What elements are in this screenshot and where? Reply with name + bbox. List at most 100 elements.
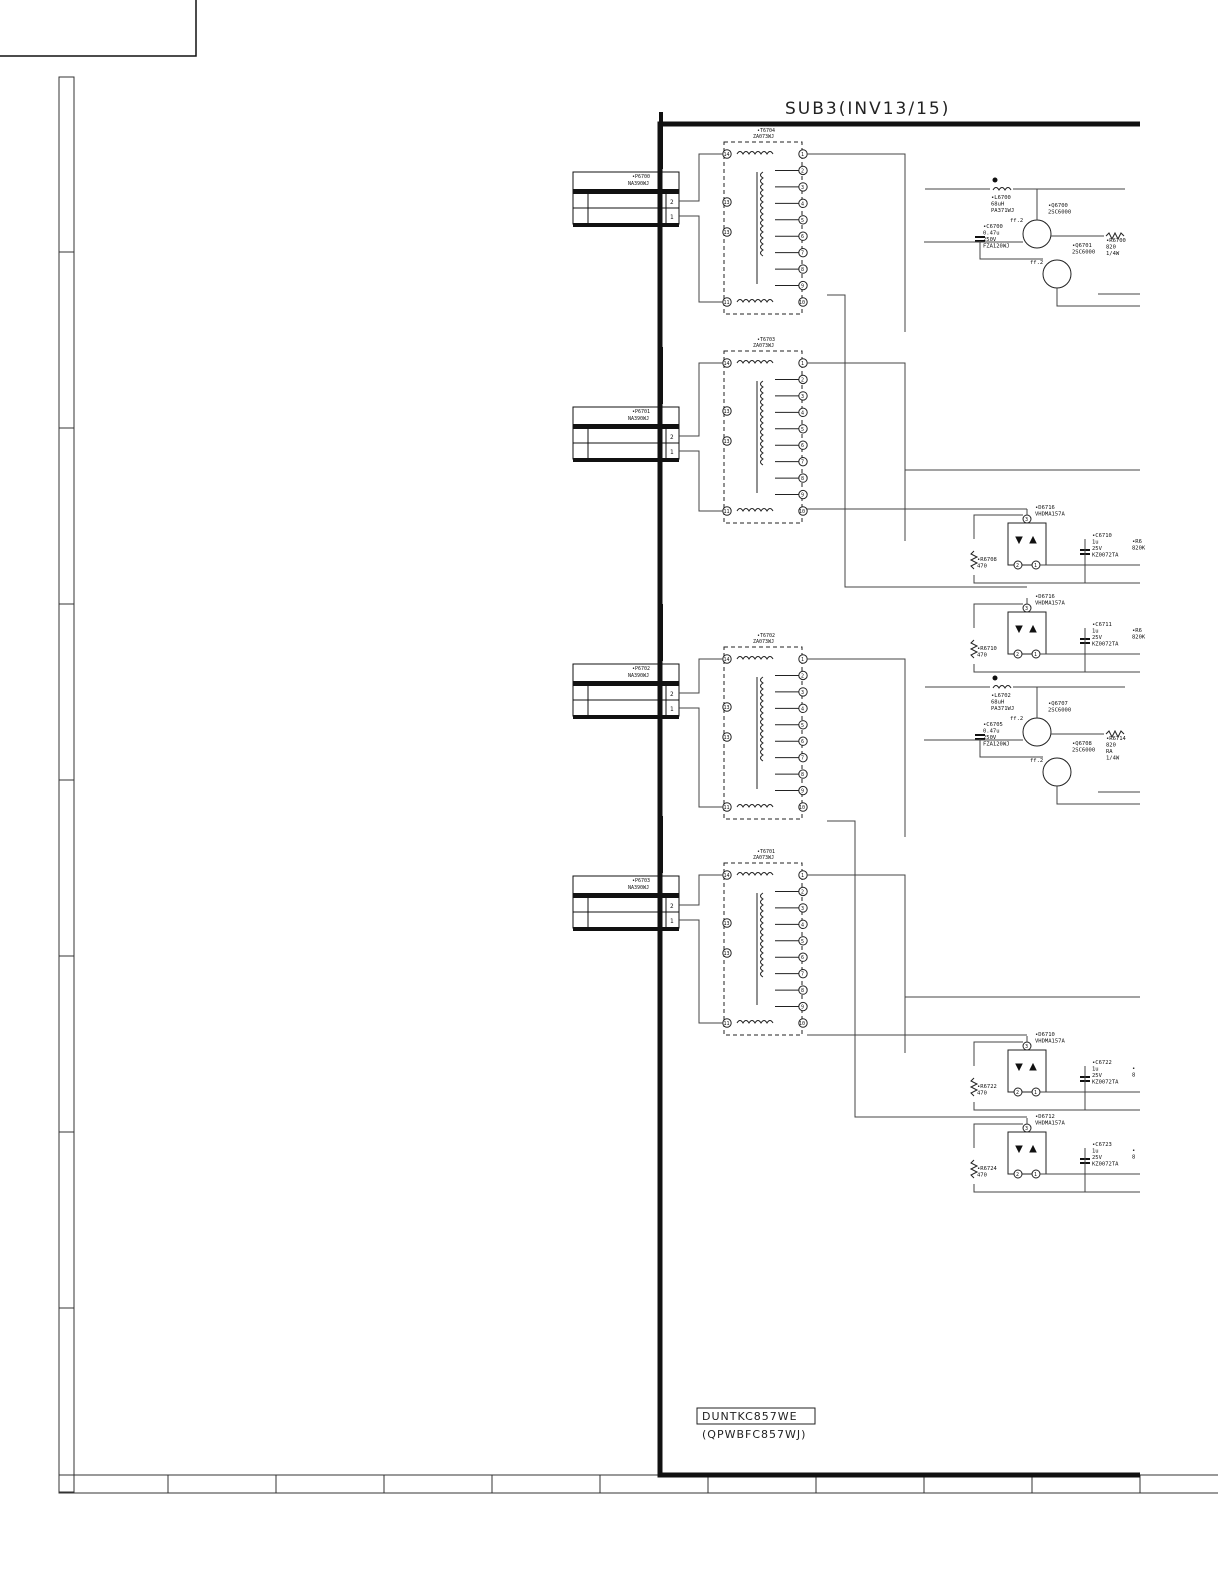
- pin-number: 13: [724, 705, 730, 711]
- resistor-label: •: [1132, 1148, 1135, 1154]
- pin-number: 4: [801, 410, 804, 416]
- wire: [973, 514, 1023, 539]
- coil-icon: [736, 872, 774, 876]
- coil-icon: [736, 656, 774, 660]
- resistor-icon: [969, 550, 979, 570]
- pin-number: 6: [801, 739, 804, 745]
- resistor-label: •R6: [1132, 539, 1142, 545]
- wire: [973, 1123, 1023, 1148]
- connector-bar: [573, 681, 679, 686]
- capacitor-label: 25V: [1092, 1155, 1103, 1161]
- pin-circle: [722, 918, 732, 928]
- connector-bar: [573, 189, 679, 194]
- transistor-icon: [1022, 717, 1052, 747]
- capacitor-label: 0.47u: [983, 729, 1000, 735]
- pin-number: 14: [724, 152, 730, 158]
- pin-number: 13: [724, 735, 730, 741]
- inductor-icon: [992, 187, 1012, 191]
- pin-number: 13: [724, 230, 730, 236]
- inductor-label: PA371WJ: [991, 706, 1014, 712]
- pin-number: 4: [801, 201, 804, 207]
- connector-pin: 1: [670, 449, 674, 456]
- coil-icon: [736, 1020, 774, 1024]
- transistor-stage-group: •L670068uHPA371WJ•Q67002SC6000ff.2•Q6701…: [975, 177, 1127, 787]
- pin-number: 8: [801, 772, 804, 778]
- coil-icon: [736, 360, 774, 364]
- pin-number: 1: [1034, 1172, 1037, 1178]
- capacitor-label: •C6710: [1092, 533, 1112, 539]
- resistor-label: 820K: [1132, 546, 1146, 552]
- pin-number: 10: [799, 509, 805, 515]
- resistor-icon: [1105, 729, 1125, 739]
- pin-number: 3: [801, 906, 804, 912]
- pin-number: 5: [801, 427, 804, 433]
- capacitor-label: KZ0072TA: [1092, 553, 1119, 559]
- pin-number: 7: [801, 972, 804, 978]
- bottom-ruler: [58, 1474, 1218, 1494]
- pin-number: 2: [1016, 652, 1019, 658]
- pin-circle: [1013, 560, 1023, 570]
- wire: [973, 1041, 1023, 1066]
- resistor-label: 470: [977, 1091, 987, 1097]
- coil-icon: [736, 151, 774, 155]
- pin-circle: [1013, 649, 1023, 659]
- wire: [679, 153, 723, 202]
- connector-ref: •P6701: [632, 409, 650, 415]
- winding-icon: [760, 892, 764, 978]
- pin-number: 10: [799, 805, 805, 811]
- capacitor-label: •C6723: [1092, 1142, 1112, 1148]
- connector-part: NA390WJ: [628, 673, 649, 679]
- connector-bar: [573, 927, 679, 931]
- resistor-label: •R6710: [977, 646, 997, 652]
- pin-number: 11: [724, 509, 730, 515]
- transistor-icon: [1022, 219, 1052, 249]
- wire: [807, 874, 906, 1053]
- pin-circle: [722, 436, 732, 446]
- wire: [979, 739, 1043, 758]
- wire: [973, 664, 1140, 673]
- diode-frame: [1007, 522, 1047, 566]
- pin-number: 11: [724, 1021, 730, 1027]
- wire: [679, 450, 723, 512]
- wire: [973, 575, 1140, 584]
- pin-circle: [722, 732, 732, 742]
- transistor-icon: [1042, 757, 1072, 787]
- board-outline: [657, 121, 1140, 1478]
- wire: [1056, 288, 1140, 307]
- diode-label: VHDMA157A: [1035, 601, 1065, 607]
- diode-label: VHDMA157A: [1035, 512, 1065, 518]
- diode-frame: [1007, 1049, 1047, 1093]
- transistor-label: 2SC6000: [1072, 748, 1095, 754]
- pin-circle: [1013, 1169, 1023, 1179]
- resistor-icon: [969, 1077, 979, 1097]
- pin-number: 7: [801, 251, 804, 257]
- diode-label: •D6712: [1035, 1114, 1055, 1120]
- transformer-ref: •T6704: [757, 128, 775, 134]
- pin-number: 3: [1025, 517, 1028, 523]
- wire: [827, 294, 1027, 588]
- wire: [679, 215, 723, 303]
- connector-bar: [573, 893, 679, 898]
- transformer-group: •T6704ZA073WJ1413131112345678910•T6703ZA…: [722, 128, 808, 1036]
- pin-number: 1: [801, 873, 804, 879]
- connector-pin: 2: [670, 434, 674, 441]
- winding-icon: [760, 171, 764, 257]
- flag-label: ff.2: [1010, 218, 1023, 224]
- resistor-label: 1/4W: [1106, 251, 1120, 257]
- pin-number: 14: [724, 657, 730, 663]
- transistor-label: 2SC6000: [1048, 210, 1071, 216]
- connector-pin: 1: [670, 706, 674, 713]
- wire: [807, 362, 906, 541]
- transformer-ref: •T6701: [757, 849, 775, 855]
- pin-number: 13: [724, 439, 730, 445]
- resistor-label: 820K: [1132, 635, 1146, 641]
- transistor-label: •Q6701: [1072, 243, 1092, 249]
- pin-number: 13: [724, 409, 730, 415]
- wire: [807, 153, 906, 332]
